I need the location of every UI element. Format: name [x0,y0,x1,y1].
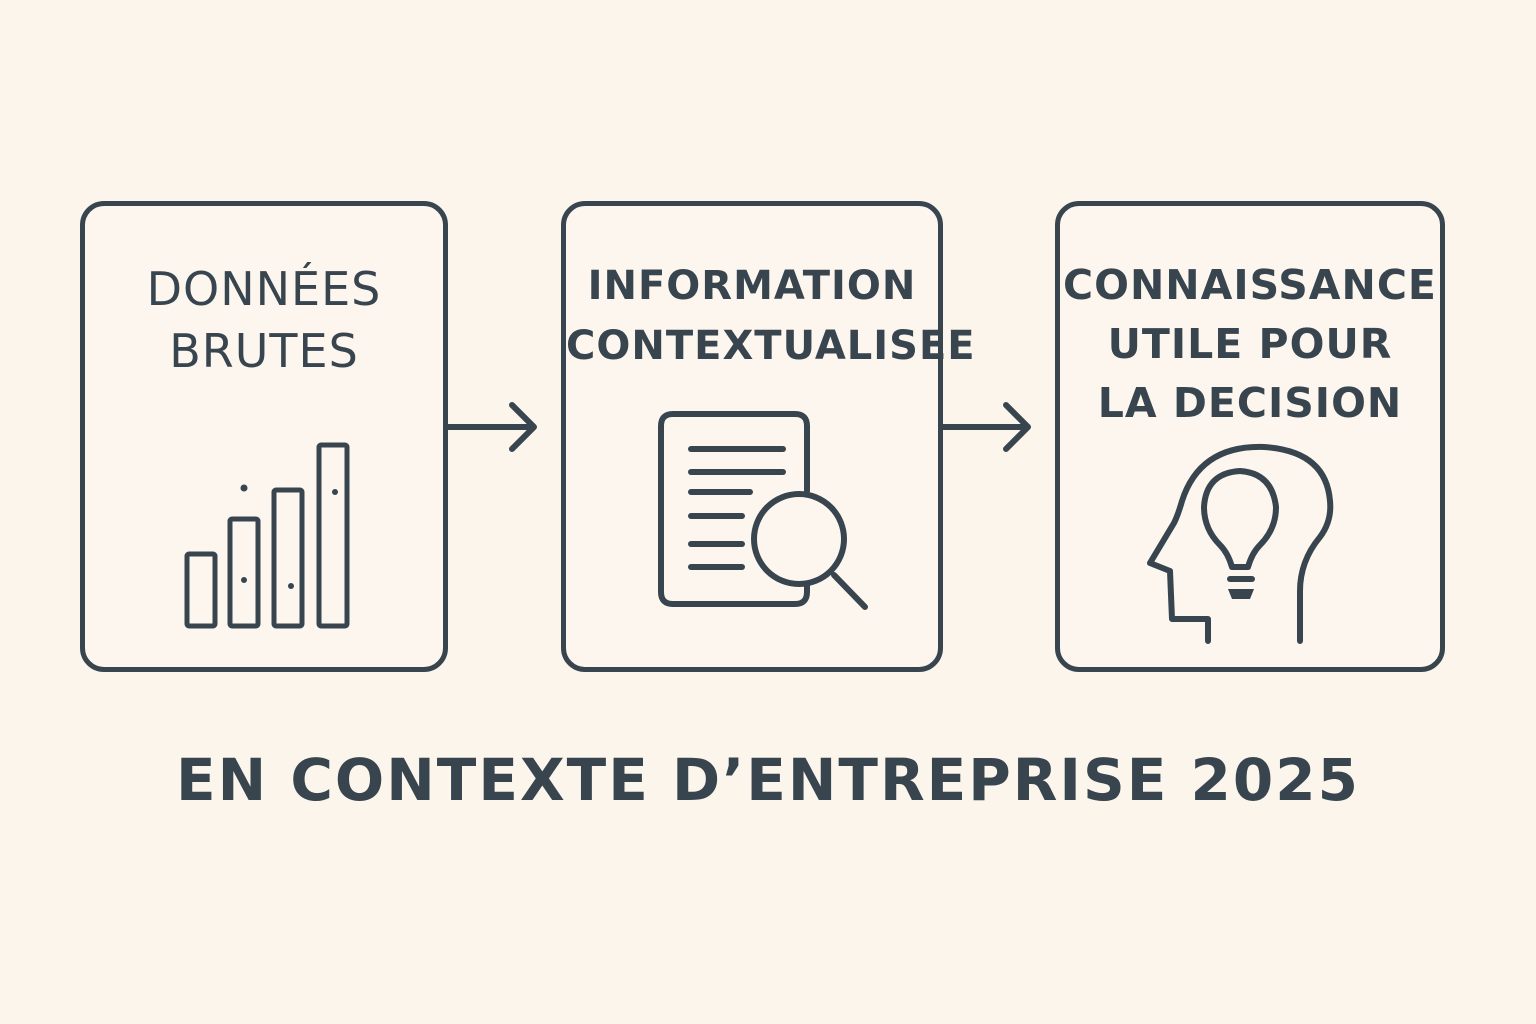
stage-card-information: INFORMATION CONTEXTUALISEE [561,201,976,672]
head-lightbulb-icon [1147,443,1334,644]
stage-title-raw-data: DONNÉES BRUTES [146,262,382,378]
arrow-right-icon [940,402,1031,452]
arrow-right-icon [446,402,537,452]
stage-card-raw-data: DONNÉES BRUTES [80,201,448,672]
document-search-icon [658,411,868,610]
stage-title-information: INFORMATION CONTEXTUALISEE [566,263,976,369]
stage-card-knowledge: CONNAISSANCE UTILE POUR LA DECISION [1055,201,1445,672]
diagram-caption: EN CONTEXTE D’ENTREPRISE 2025 [176,746,1360,814]
stage-title-knowledge: CONNAISSANCE UTILE POUR LA DECISION [1063,261,1437,427]
bar-chart-icon [184,442,350,629]
